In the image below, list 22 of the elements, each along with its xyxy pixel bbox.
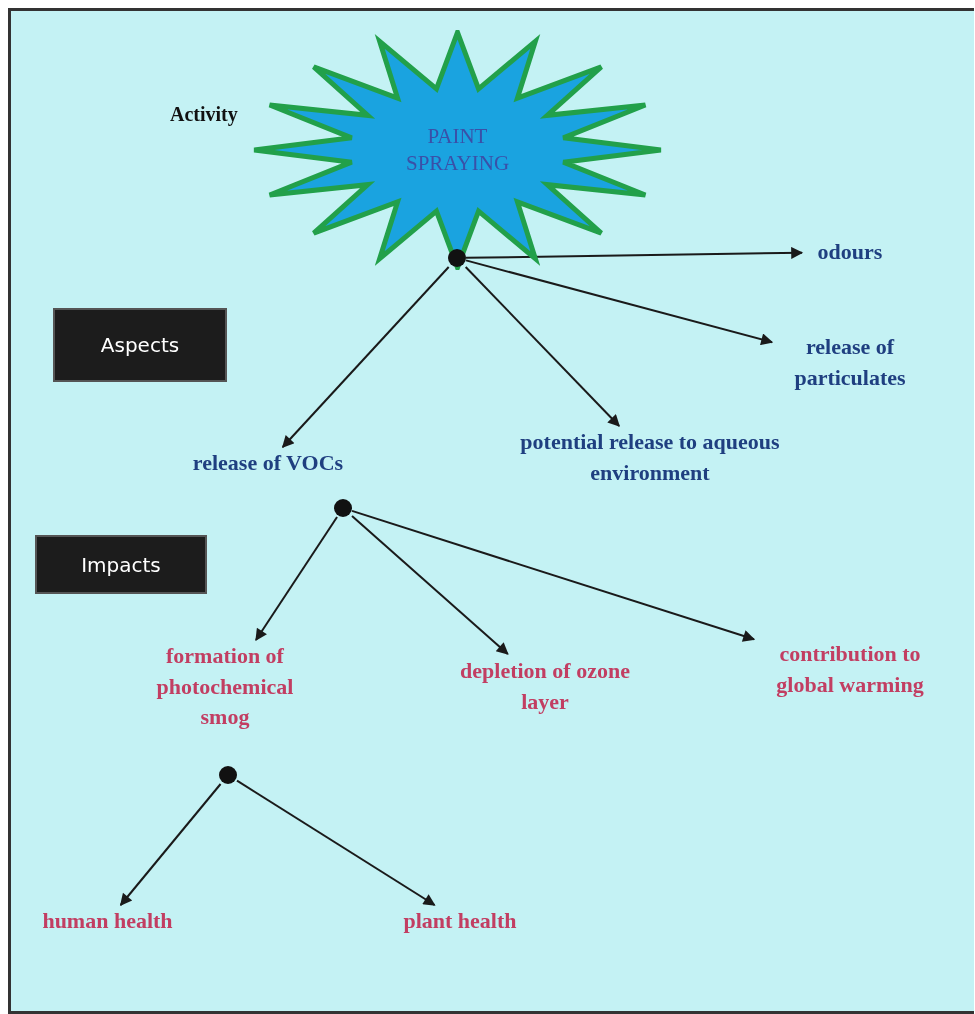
impact-label: human health xyxy=(20,903,195,939)
impact-label: plant health xyxy=(380,903,540,939)
impact-label: contribution to global warming xyxy=(752,636,948,704)
arrow xyxy=(281,266,450,448)
arrow xyxy=(236,779,436,906)
arrow xyxy=(119,783,222,906)
aspect-label: release of particulates xyxy=(770,330,930,396)
category-label: Impacts xyxy=(35,535,207,594)
aspect-label: release of VOCs xyxy=(160,445,376,481)
arrow xyxy=(255,516,339,641)
aspect-label: odours xyxy=(800,234,900,270)
aspect-label: potential release to aqueous environment xyxy=(515,424,785,492)
arrow xyxy=(464,266,621,427)
activity-label: Activity xyxy=(170,102,238,128)
arrow xyxy=(465,246,804,259)
arrow xyxy=(351,515,509,655)
impact-label: formation of photochemical smog xyxy=(130,638,320,736)
arrow xyxy=(465,259,774,346)
impact-label: depletion of ozone layer xyxy=(435,652,655,722)
arrow xyxy=(351,509,756,642)
activity-title: PAINT SPRAYING xyxy=(404,122,511,177)
category-label: Aspects xyxy=(53,308,227,382)
